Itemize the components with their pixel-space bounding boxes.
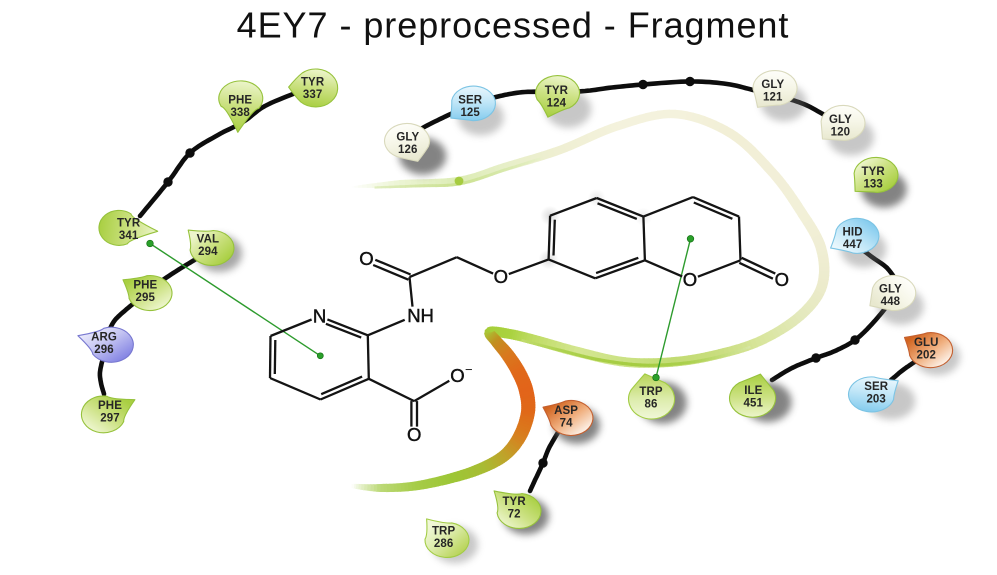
svg-text:−: − [465,362,473,377]
svg-text:O: O [494,266,508,287]
svg-text:O: O [359,248,373,269]
svg-text:N: N [313,305,326,326]
svg-text:O: O [683,269,697,290]
svg-text:O: O [407,424,421,445]
svg-text:NH: NH [407,305,434,326]
svg-text:4EY7 - preprocessed - Fragment: 4EY7 - preprocessed - Fragment [237,5,790,46]
svg-text:O: O [450,365,464,386]
svg-text:O: O [775,269,789,290]
